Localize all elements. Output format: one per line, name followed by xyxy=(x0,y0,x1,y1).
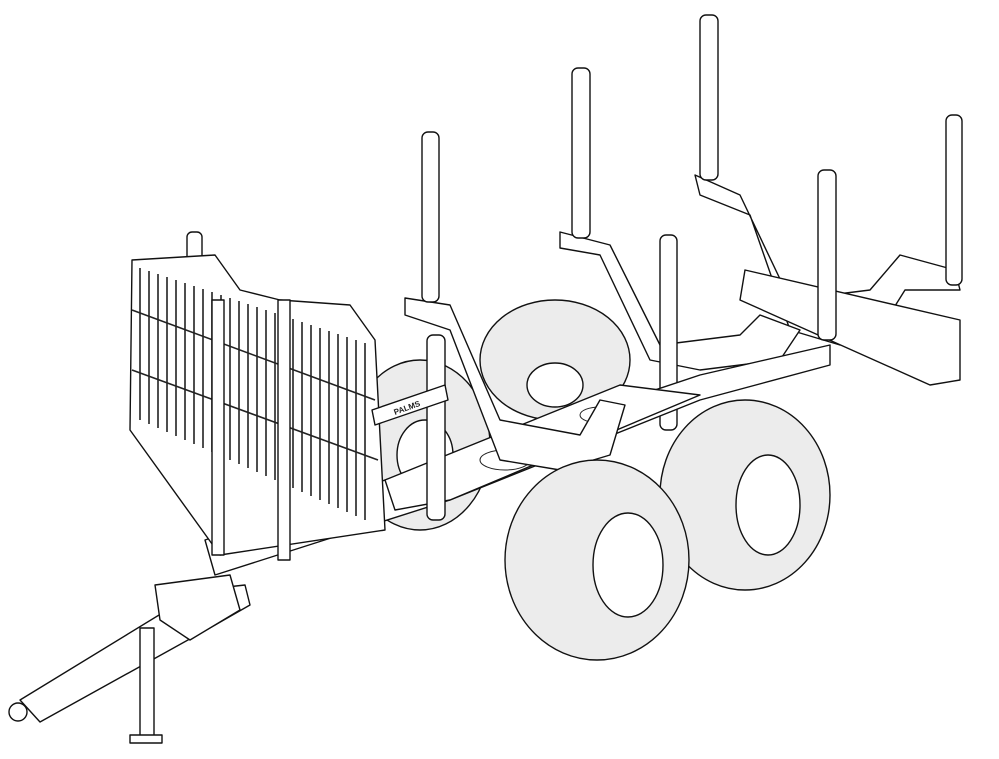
stake xyxy=(817,169,837,341)
left-rear-wheel xyxy=(479,299,631,421)
stake xyxy=(426,334,446,521)
stake xyxy=(699,14,719,181)
right-rear-wheel xyxy=(659,399,831,591)
drawbar xyxy=(8,574,251,744)
front-bunk xyxy=(404,131,626,521)
stake xyxy=(659,234,678,431)
stake xyxy=(571,67,591,239)
jack-stand xyxy=(139,627,155,739)
rear-bunk xyxy=(694,14,963,386)
right-front-wheel xyxy=(504,459,690,661)
headboard: PALMS xyxy=(129,231,449,561)
stake xyxy=(945,114,963,286)
stake xyxy=(421,131,440,303)
middle-bunk xyxy=(559,67,801,431)
